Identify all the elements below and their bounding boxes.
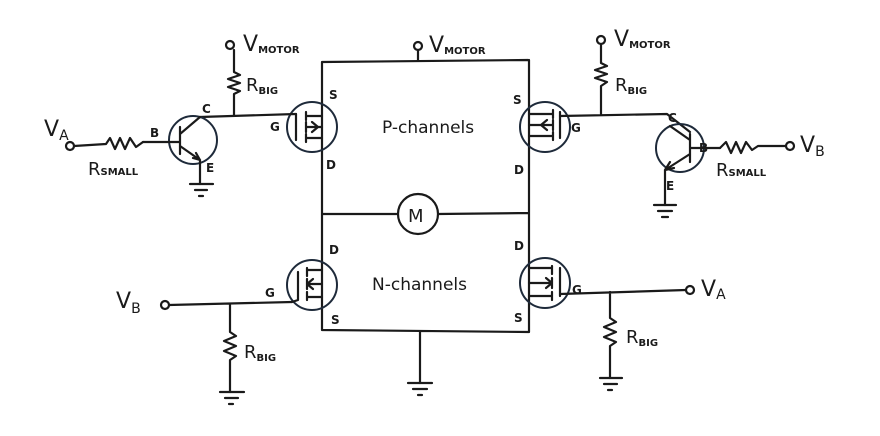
pin-e: E xyxy=(206,161,214,175)
vmotor-label-center: VMOTOR xyxy=(429,33,486,58)
va-label-left: VA xyxy=(44,117,69,144)
pin-d: D xyxy=(514,239,524,253)
left-npn-transistor xyxy=(141,115,218,186)
motor-label: M xyxy=(408,206,424,227)
right-n-mosfet xyxy=(519,257,571,309)
n-channels-label: N-channels xyxy=(372,275,467,295)
vmotor-terminal-right xyxy=(595,34,607,46)
left-p-mosfet xyxy=(286,101,338,153)
pin-g: G xyxy=(265,286,275,300)
p-channels-label: P-channels xyxy=(382,118,474,138)
rbig-label-bottom-left: RBIG xyxy=(244,342,276,364)
pin-b: B xyxy=(699,141,708,155)
vmotor-label-right: VMOTOR xyxy=(614,27,671,52)
pin-c: C xyxy=(202,102,211,116)
right-npn-transistor xyxy=(655,123,722,207)
ground-icon xyxy=(188,182,215,198)
ground-icon xyxy=(406,381,434,397)
vb-label-right: VB xyxy=(800,133,825,160)
right-rsmall-resistor xyxy=(718,140,788,155)
ground-icon xyxy=(598,376,624,392)
pin-g: G xyxy=(270,120,280,134)
pin-s: S xyxy=(514,311,523,325)
vmotor-label-left: VMOTOR xyxy=(243,32,300,57)
pin-d: D xyxy=(326,158,336,172)
pin-b: B xyxy=(150,126,159,140)
pin-g: G xyxy=(571,121,581,135)
pin-s: S xyxy=(329,88,338,102)
motor-icon xyxy=(396,192,440,236)
va-terminal-left xyxy=(64,140,76,152)
pin-d: D xyxy=(514,163,524,177)
vmotor-terminal-center xyxy=(412,40,424,52)
vmotor-terminal-left xyxy=(224,39,236,51)
rbig-label-bottom-right: RBIG xyxy=(626,327,658,349)
rbig-label-left: RBIG xyxy=(246,75,278,97)
pin-g: G xyxy=(572,283,582,297)
pin-e: E xyxy=(666,179,674,193)
right-bottom-rbig-resistor xyxy=(558,288,688,380)
rsmall-label-right: RSMALL xyxy=(716,160,767,181)
ground-icon xyxy=(218,390,246,406)
ground-icon xyxy=(652,203,678,219)
bridge-wires xyxy=(320,48,531,385)
rsmall-label-left: RSMALL xyxy=(88,159,139,180)
vb-terminal-right xyxy=(784,140,796,152)
vb-label-left: VB xyxy=(116,289,141,317)
right-p-mosfet xyxy=(519,101,571,153)
vb-terminal-left xyxy=(159,299,171,311)
right-rbig-resistor xyxy=(558,43,692,134)
left-bottom-rbig-resistor xyxy=(167,300,294,394)
left-n-mosfet xyxy=(286,259,338,311)
left-rbig-resistor xyxy=(198,48,298,119)
pin-d: D xyxy=(329,243,339,257)
pin-c: C xyxy=(668,111,677,125)
pin-s: S xyxy=(331,313,340,327)
pin-s: S xyxy=(513,93,522,107)
left-rsmall-resistor xyxy=(72,136,145,151)
va-label-right: VA xyxy=(701,277,726,303)
va-terminal-right xyxy=(684,284,696,296)
rbig-label-right: RBIG xyxy=(615,75,647,97)
